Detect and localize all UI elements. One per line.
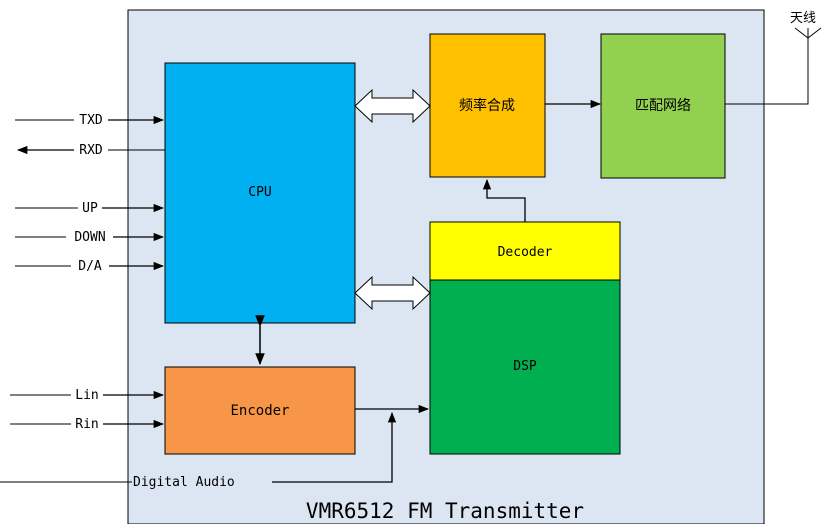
diagram-title: VMR6512 FM Transmitter xyxy=(306,499,584,523)
antenna-label: 天线 xyxy=(790,11,816,26)
digital-audio-label: Digital Audio xyxy=(133,475,235,490)
matching-network-block xyxy=(600,33,726,179)
up-label: UP xyxy=(82,201,98,216)
rxd-label: RXD xyxy=(79,143,103,158)
arrow-decoder-to-freq xyxy=(482,178,526,222)
da-label: D/A xyxy=(78,259,102,274)
antenna-icon xyxy=(794,27,822,39)
dsp-label: DSP xyxy=(513,359,537,374)
down-label: DOWN xyxy=(74,230,105,245)
rin-label: Rin xyxy=(75,417,98,432)
dsp-block xyxy=(429,279,621,455)
matching-network-label: 匹配网络 xyxy=(635,98,691,114)
lin-label: Lin xyxy=(75,388,98,403)
decoder-label: Decoder xyxy=(498,245,553,260)
decoder-block xyxy=(429,221,621,281)
freq-synth-label: 频率合成 xyxy=(459,97,515,114)
line-to-antenna xyxy=(725,38,809,105)
arrow-digital-audio xyxy=(272,411,397,483)
encoder-block xyxy=(164,366,356,455)
cpu-block xyxy=(164,62,356,324)
bus-arrow-cpu-dsp xyxy=(354,275,431,311)
encoder-label: Encoder xyxy=(230,403,289,419)
bus-arrow-cpu-freq xyxy=(354,88,431,124)
cpu-label: CPU xyxy=(248,185,271,200)
freq-synth-block xyxy=(429,33,546,178)
txd-label: TXD xyxy=(79,113,103,128)
